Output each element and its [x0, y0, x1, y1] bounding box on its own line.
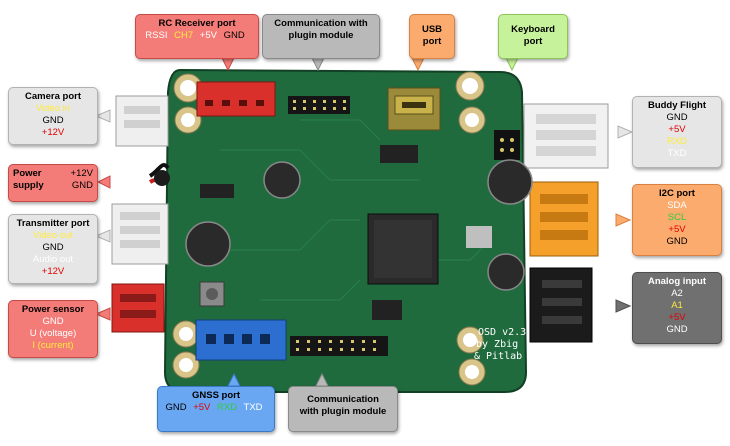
- usb-callout: USB port: [409, 14, 455, 59]
- gnss-pin-5v: +5V: [193, 402, 211, 413]
- buddy-flight-connector: [523, 103, 609, 169]
- i2c-pin-sda: SDA: [667, 200, 687, 211]
- gnss-title: GNSS port: [191, 390, 241, 401]
- rc-receiver-callout: RC Receiver port RSSI CH7 +5V GND: [135, 14, 259, 59]
- power-supply-gnd: GND: [71, 180, 93, 191]
- power-sensor-connector: [111, 283, 165, 333]
- comm-top-callout: Communication with plugin module: [262, 14, 380, 59]
- comm-bottom-callout: Communication with plugin module: [288, 386, 398, 432]
- keyboard-callout: Keyboard port: [498, 14, 568, 59]
- camera-connector: [115, 95, 169, 147]
- comm-bottom-line2: with plugin module: [299, 406, 387, 417]
- camera-pin-video: Video in: [35, 103, 71, 114]
- power-supply-callout: Power +12V supply GND: [8, 164, 98, 202]
- camera-title: Camera port: [25, 91, 81, 102]
- rc-pin-rssi: RSSI: [145, 30, 168, 41]
- camera-callout: Camera port Video in GND +12V: [8, 87, 98, 145]
- transmitter-pin-audio: Audio out: [32, 254, 74, 265]
- gnss-connector: [195, 319, 287, 361]
- gnss-pin-txd: TXD: [243, 402, 263, 413]
- capacitor-1: [185, 159, 533, 291]
- analog-input-connector: [529, 267, 593, 343]
- analog-pin-a1: A1: [671, 300, 683, 311]
- i2c-pin-scl: SCL: [667, 212, 687, 223]
- camera-pin-12v: +12V: [41, 127, 65, 138]
- keyboard-line2: port: [523, 36, 543, 47]
- i2c-pin-gnd: GND: [666, 236, 688, 247]
- buddy-pin-txd: TXD: [667, 148, 687, 159]
- power-sensor-pin-voltage: U (voltage): [29, 328, 77, 339]
- main-mcu-chip: [367, 213, 439, 285]
- buddy-flight-title: Buddy Flight: [647, 100, 707, 111]
- gnss-callout: GNSS port GND +5V RXD TXD: [157, 386, 275, 432]
- transmitter-callout: Transmitter port Video out GND Audio out…: [8, 214, 98, 284]
- i2c-callout: I2C port SDA SCL +5V GND: [632, 184, 722, 256]
- i2c-title: I2C port: [659, 188, 695, 199]
- rc-receiver-pins: RSSI CH7 +5V GND: [140, 30, 254, 42]
- callout-pointers: [94, 57, 634, 387]
- power-supply-12v: +12V: [70, 168, 93, 179]
- transmitter-pin-12v: +12V: [41, 266, 65, 277]
- camera-pin-gnd: GND: [42, 115, 64, 126]
- buddy-pin-rxd: RXD: [666, 136, 688, 147]
- comm-top-line2: plugin module: [288, 30, 354, 41]
- i2c-connector: [529, 181, 599, 257]
- usb-connector: [387, 87, 441, 131]
- power-supply-cable: [148, 163, 170, 186]
- small-ics: [200, 145, 492, 320]
- pcb-board: [163, 68, 528, 393]
- keyboard-connector: [494, 130, 520, 160]
- buddy-flight-callout: Buddy Flight GND +5V RXD TXD: [632, 96, 722, 168]
- power-sensor-pin-current: I (current): [32, 340, 74, 351]
- power-supply-row2: supply GND: [13, 180, 93, 192]
- mounting-holes: [172, 71, 486, 386]
- transmitter-pin-video: Video out: [33, 230, 73, 241]
- transmitter-pin-gnd: GND: [42, 242, 64, 253]
- power-sensor-pin-gnd: GND: [42, 316, 64, 327]
- gnss-pin-gnd: GND: [165, 402, 187, 413]
- power-sensor-callout: Power sensor GND U (voltage) I (current): [8, 300, 98, 358]
- power-sensor-title: Power sensor: [21, 304, 85, 315]
- rc-pin-5v: +5V: [199, 30, 217, 41]
- power-supply-line2: supply: [13, 180, 44, 191]
- board-silkscreen: OSD v2.3 by Zbig & Pitlab: [474, 327, 526, 362]
- buddy-pin-gnd: GND: [666, 112, 688, 123]
- i2c-pin-5v: +5V: [668, 224, 686, 235]
- usb-line2: port: [422, 36, 442, 47]
- pushbutton: [199, 281, 225, 307]
- comm-top-line1: Communication with: [274, 18, 368, 29]
- analog-pin-a2: A2: [671, 288, 683, 299]
- comm-top-header: [288, 96, 350, 114]
- osd-author-label: by Zbig: [476, 339, 518, 350]
- osd-company-label: & Pitlab: [474, 351, 522, 362]
- keyboard-line1: Keyboard: [511, 24, 555, 35]
- rc-receiver-title: RC Receiver port: [158, 18, 236, 29]
- comm-bottom-line1: Communication: [307, 394, 379, 405]
- power-supply-row1: Power +12V: [13, 168, 93, 180]
- power-supply-line1: Power: [13, 168, 42, 179]
- gnss-pin-rxd: RXD: [217, 402, 238, 413]
- analog-input-callout: Analog input A2 A1 +5V GND: [632, 272, 722, 344]
- rc-pin-ch7: CH7: [174, 30, 194, 41]
- analog-title: Analog input: [647, 276, 707, 287]
- analog-pin-5v: +5V: [668, 312, 686, 323]
- rc-pin-gnd: GND: [223, 30, 245, 41]
- comm-bottom-header: [290, 336, 388, 356]
- transmitter-connector: [111, 203, 169, 265]
- rc-receiver-connector: [196, 81, 276, 117]
- analog-pin-gnd: GND: [666, 324, 688, 335]
- transmitter-title: Transmitter port: [16, 218, 90, 229]
- osd-version-label: OSD v2.3: [478, 327, 526, 338]
- gnss-pins: GND +5V RXD TXD: [162, 402, 270, 414]
- buddy-pin-5v: +5V: [668, 124, 686, 135]
- usb-line1: USB: [421, 24, 443, 35]
